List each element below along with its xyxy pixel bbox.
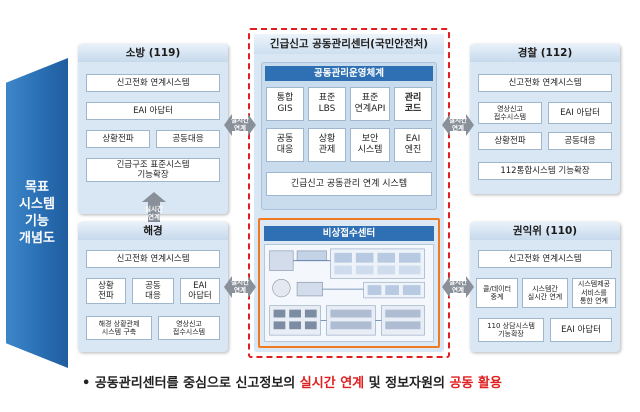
fire-situation-broadcast: 상황전파 [86,130,150,148]
coast-call-link-system: 신고전화 연계시스템 [86,250,220,268]
center-acrc-link-label: 실시간 연계 [449,278,467,294]
center-police-link-label: 실시간 연계 [449,116,467,132]
ops-eai-engine: EAI 엔진 [394,128,432,162]
reception-title: 비상접수센터 [264,226,434,241]
summary-part-1: 공동관리센터를 중심으로 신고정보의 [94,376,300,391]
summary-highlight-realtime: 실시간 연계 [299,376,365,391]
banner-line-2: 시스템 [19,197,55,212]
acrc-service-link: 시스템제공 서비스를 통한 연계 [572,278,616,308]
coast-control-system: 해경 상황관제 시스템 구축 [86,316,152,340]
banner-line-4: 개념도 [19,231,55,246]
center-police-link-arrow [442,114,474,136]
ops-title: 공동관리운영체계 [265,66,433,81]
acrc-panel: 권익위 (110) 신고전화 연계시스템 콜/데이터 중계 시스템간 실시간 연… [470,222,620,352]
police-video-report-system: 영상신고 접수시스템 [478,102,542,124]
ops-standard-lbs: 표준 LBS [308,87,346,121]
ops-integrated-gis: 통합 GIS [266,87,304,121]
acrc-panel-title: 권익위 (110) [470,222,620,240]
police-call-link-system: 신고전화 연계시스템 [478,74,612,92]
fire-call-link-system: 신고전화 연계시스템 [86,74,220,92]
ops-management-code: 관리 코드 [394,87,432,121]
fire-center-link-arrow [224,114,256,136]
reception-system-diagram [264,244,434,342]
summary-text: • 공동관리센터를 중심으로 신고정보의 실시간 연계 및 정보자원의 공동 활… [82,372,602,391]
fire-panel: 소방 (119) 신고전화 연계시스템 EAI 아답터 상황전파 공동대응 긴급… [78,44,228,214]
fire-coast-link-label: 실시간 연계 [145,205,163,221]
ops-joint-response: 공동 대응 [266,128,304,162]
coast-center-link-arrow [224,276,256,298]
banner-line-1: 목표 [25,180,49,195]
coast-joint-response: 공동 대응 [132,278,174,304]
acrc-realtime-link: 시스템간 실시간 연계 [522,278,568,308]
police-situation-broadcast: 상황전파 [478,132,542,150]
acrc-eai-adapter: EAI 아답터 [550,318,612,342]
police-joint-response: 공동대응 [548,132,612,150]
coast-eai-adapter: EAI 아답터 [180,278,220,304]
ops-security-system: 보안 시스템 [350,128,390,162]
coast-center-link-label: 실시간 연계 [231,278,249,294]
acrc-call-link-system: 신고전화 연계시스템 [478,250,612,268]
police-112-system-extension: 112통합시스템 기능확장 [478,162,612,180]
summary-highlight-shared: 공동 활용 [449,376,502,391]
coast-situation-broadcast: 상황 전파 [86,278,126,304]
center-title: 긴급신고 공동관리센터(국민안전처) [254,34,444,54]
center-acrc-link-arrow [442,276,474,298]
fire-center-link-label: 실시간 연계 [231,116,249,132]
summary-part-2: 및 정보자원의 [364,376,450,391]
coast-panel-title: 해경 [78,222,228,240]
acrc-110-system-extension: 110 상담시스템 기능확장 [478,318,544,342]
fire-joint-response: 공동대응 [156,130,220,148]
summary-bullet: • [82,376,91,391]
fire-emergency-standard-system: 긴급구조 표준시스템 기능확장 [86,158,220,182]
goal-system-banner: 목표 시스템 기능 개념도 [6,58,68,368]
police-panel: 경찰 (112) 신고전화 연계시스템 영상신고 접수시스템 EAI 아답터 상… [470,44,620,194]
center-dashed-frame [248,28,450,358]
acrc-call-data-relay: 콜/데이터 중계 [476,278,518,308]
fire-eai-adapter: EAI 아답터 [86,102,220,120]
coast-video-report-system: 영상신고 접수시스템 [158,316,220,340]
banner-line-3: 기능 [25,214,49,229]
ops-situation-control: 상황 관제 [308,128,346,162]
coast-panel: 해경 신고전화 연계시스템 상황 전파 공동 대응 EAI 아답터 해경 상황관… [78,222,228,352]
fire-panel-title: 소방 (119) [78,44,228,62]
police-eai-adapter: EAI 아답터 [548,102,612,124]
ops-standard-api: 표준 연계API [350,87,390,121]
police-panel-title: 경찰 (112) [470,44,620,62]
ops-link-system: 긴급신고 공동관리 연계 시스템 [266,172,432,196]
